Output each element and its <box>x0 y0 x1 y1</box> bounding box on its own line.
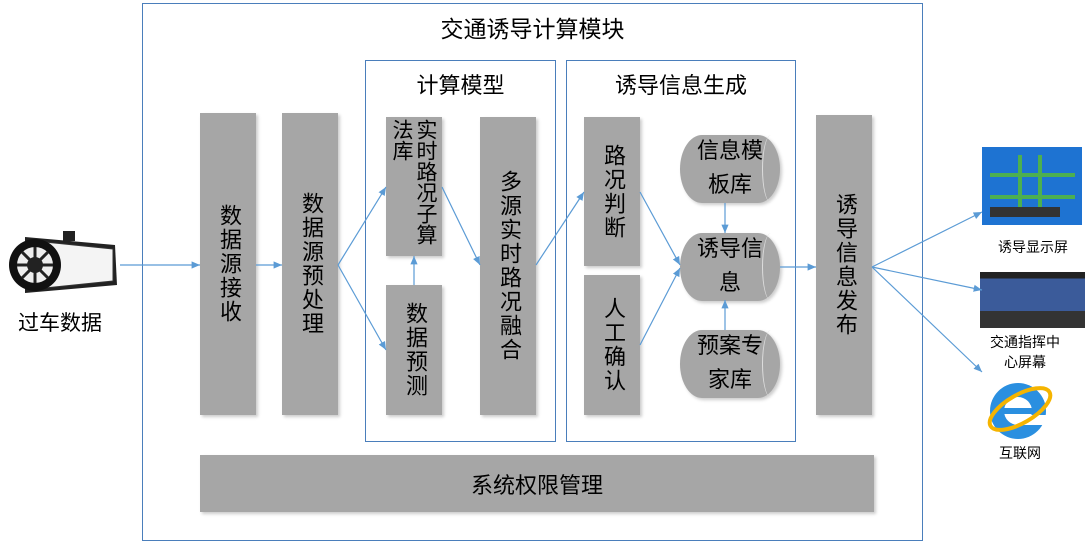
command-center-screen-icon <box>980 272 1085 328</box>
block-label: 数据预测 <box>402 302 427 398</box>
block-label: 诱导信息发布 <box>832 193 857 337</box>
generation-group <box>566 60 796 442</box>
block-label: 多源实时路况融合 <box>496 170 521 362</box>
template-db: 信息模板库 <box>680 135 780 203</box>
block-label: 人工确认 <box>600 297 625 393</box>
auth-block: 系统权限管理 <box>200 455 874 512</box>
block-label: 数据源接收 <box>216 204 241 324</box>
output-label: 诱导显示屏 <box>998 240 1068 256</box>
output-label: 交通指挥中心屏幕 <box>990 335 1060 371</box>
guidance-sign-icon <box>980 145 1085 231</box>
block-label: 信息模板库 <box>696 139 763 198</box>
traffic-camera-icon <box>5 225 125 305</box>
model-group <box>365 60 556 442</box>
block-label: 系统权限管理 <box>470 473 603 499</box>
model-group-title: 计算模型 <box>416 74 505 99</box>
output-label: 互联网 <box>999 446 1041 462</box>
data-receive-block: 数据源接收 <box>200 113 256 415</box>
fusion-block: 多源实时路况融合 <box>480 117 536 415</box>
module-frame <box>142 3 923 541</box>
block-label: 预案专家库 <box>696 334 763 393</box>
block-label: 实时路况子算法库 <box>390 119 438 245</box>
sub-algorithm-block: 实时路况子算法库 <box>386 117 442 256</box>
data-predict-block: 数据预测 <box>386 285 442 415</box>
plan-expert-db: 预案专家库 <box>680 330 780 398</box>
generation-group-title: 诱导信息生成 <box>614 74 747 99</box>
block-label: 路况判断 <box>600 143 625 240</box>
block-label: 数据源预处理 <box>298 192 323 336</box>
data-preprocess-block: 数据源预处理 <box>282 113 338 415</box>
input-label: 过车数据 <box>18 311 102 335</box>
manual-confirm-block: 人工确认 <box>584 275 640 415</box>
module-title: 交通诱导计算模块 <box>440 17 625 43</box>
block-label: 诱导信息 <box>696 237 763 296</box>
publish-block: 诱导信息发布 <box>816 115 872 415</box>
internet-explorer-icon <box>985 375 1055 445</box>
guidance-info-db: 诱导信息 <box>680 233 780 301</box>
road-judge-block: 路况判断 <box>584 117 640 266</box>
